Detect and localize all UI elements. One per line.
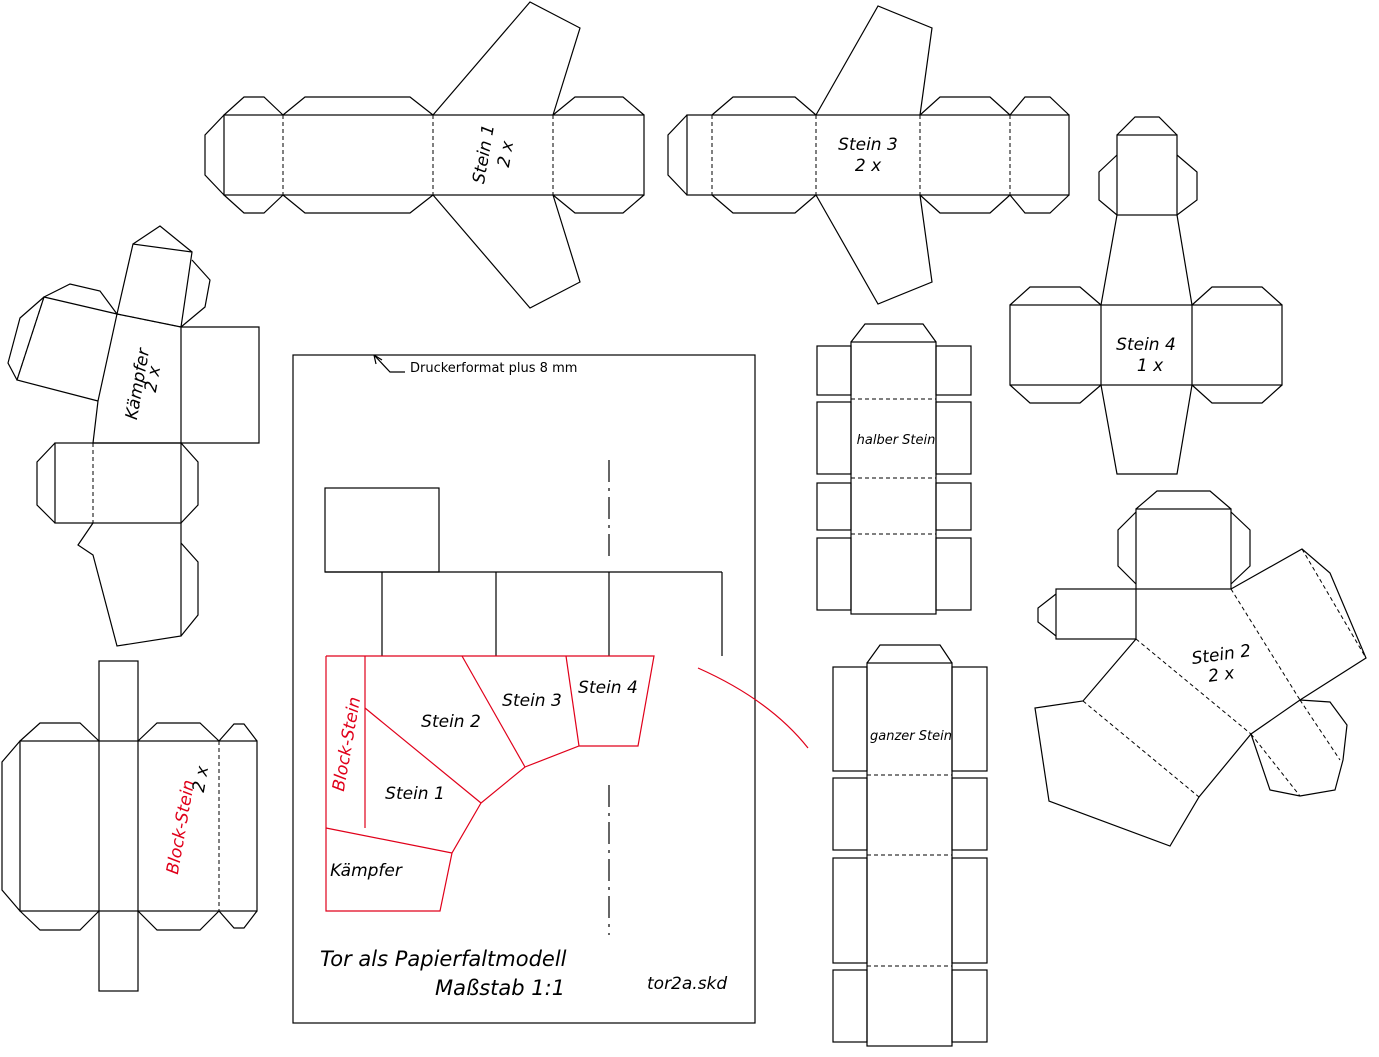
net-ganzer-stein: ganzer Stein (832, 644, 988, 1047)
arch-stein-2-label: Stein 2 (421, 712, 481, 732)
block-stein-label: Block-Stein (163, 778, 199, 876)
net-block-stein: Block-Stein 2 x (1, 660, 258, 992)
stein-4-label: Stein 4 (1116, 335, 1176, 355)
drawing-filename: tor2a.skd (647, 974, 727, 994)
drawing-scale: Maßstab 1:1 (435, 976, 565, 1000)
halber-stein-label: halber Stein (857, 433, 936, 448)
stein-2-count: 2 x (1207, 663, 1237, 687)
net-stein-1: Stein 1 2 x (204, 1, 645, 309)
arch-block-stein-label: Block-Stein (329, 695, 365, 793)
arch-layout: Block-Stein Stein 1 Stein 2 Stein 3 Stei… (325, 655, 809, 912)
stein-1-count: 2 x (494, 139, 518, 169)
net-kaempfer: Kämpfer 2 x (7, 225, 260, 647)
net-stein-2: Stein 2 2 x (1034, 490, 1367, 847)
arch-stein-3-label: Stein 3 (502, 691, 562, 711)
printer-frame: Druckerformat plus 8 mm Block-Stein Stei… (292, 354, 809, 1024)
arch-stein-4-label: Stein 4 (578, 678, 638, 698)
ganzer-stein-label: ganzer Stein (870, 729, 952, 744)
stein-3-count: 2 x (855, 156, 882, 176)
net-halber-stein: halber Stein (816, 323, 972, 615)
stein-3-label: Stein 3 (838, 135, 898, 155)
kaempfer-count: 2 x (141, 364, 165, 394)
printer-format-note: Druckerformat plus 8 mm (410, 361, 577, 376)
stein-4-count: 1 x (1137, 356, 1164, 376)
net-stein-4: Stein 4 1 x (1009, 116, 1283, 475)
net-stein-3: Stein 3 2 x (667, 5, 1070, 305)
stein-1-label: Stein 1 (469, 123, 499, 185)
block-stein-count: 2 x (189, 764, 213, 794)
arch-kaempfer-label: Kämpfer (330, 861, 403, 881)
drawing-title: Tor als Papierfaltmodell (320, 947, 567, 971)
arch-stein-1-label: Stein 1 (385, 784, 445, 804)
